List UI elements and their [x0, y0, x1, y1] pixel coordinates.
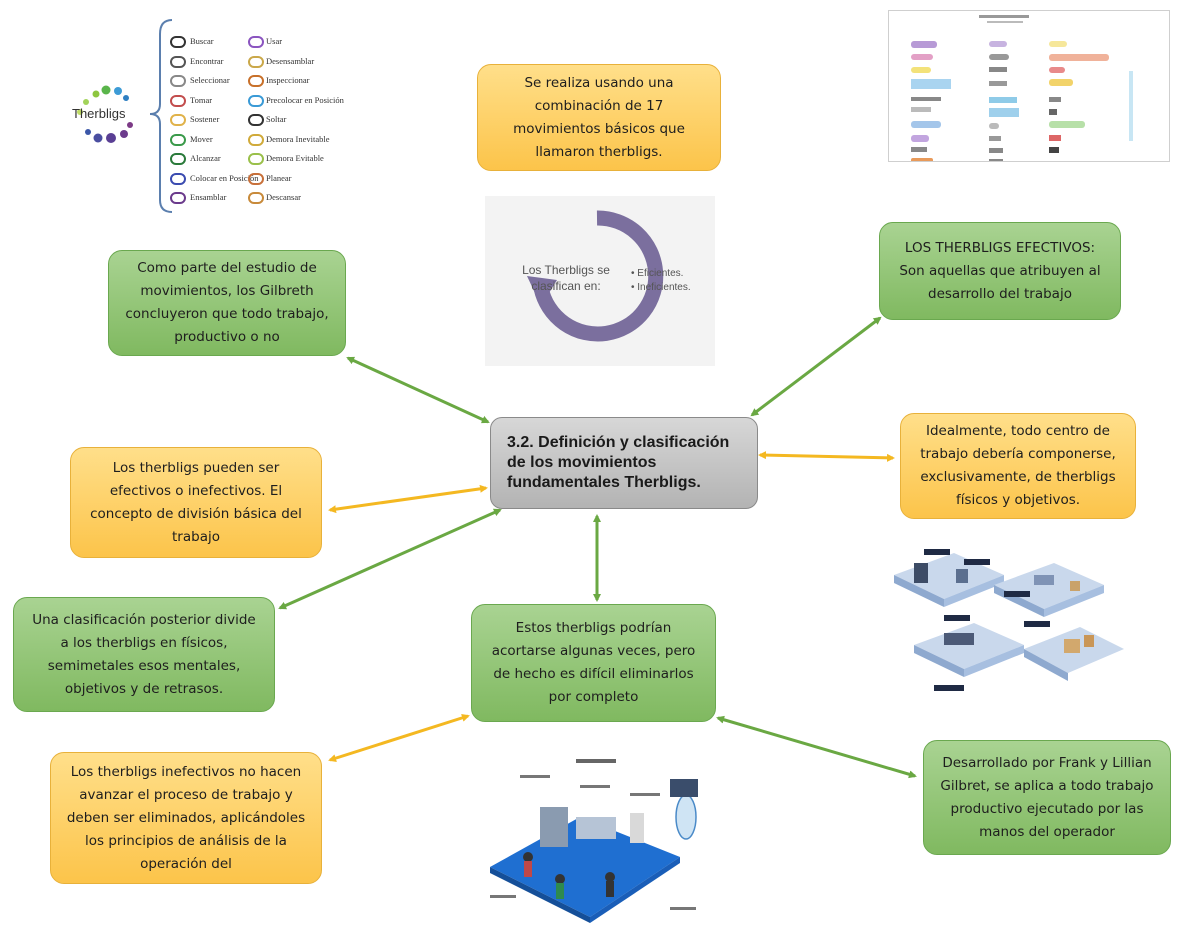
node-left-1-text: Como parte del estudio de movimientos, l…	[125, 260, 329, 345]
therblig-symbol-icon	[248, 75, 264, 87]
arrow-left-3	[278, 508, 502, 610]
therblig-symbol-icon	[170, 192, 186, 204]
node-left-3: Una clasificación posterior divide a los…	[13, 597, 275, 712]
cycle-center-text: Los Therbligs se clasifican en:	[522, 263, 610, 293]
therblig-col1-item: Mover	[190, 133, 213, 144]
therblig-symbol-icon	[248, 114, 264, 126]
arrow-left-1	[346, 356, 490, 424]
node-left-1: Como parte del estudio de movimientos, l…	[108, 250, 346, 356]
therblig-col1-item: Colocar en Posición	[190, 172, 259, 183]
big-data-retail-image	[480, 757, 718, 925]
node-left-4: Los therbligs inefectivos no hacen avanz…	[50, 752, 322, 884]
arrow-right-1	[750, 316, 882, 417]
therblig-symbol-icon	[248, 36, 264, 48]
therblig-col2-item: Usar	[266, 36, 283, 46]
therblig-symbol-icon	[170, 133, 186, 146]
therblig-col2-item: Demora Evitable	[266, 153, 324, 163]
therblig-col1-item: Tomar	[190, 94, 213, 105]
therblig-symbol-icon	[170, 55, 186, 68]
therblig-symbol-icon	[170, 114, 186, 126]
arrow-right-2	[758, 451, 895, 462]
therblig-col2-item: Soltar	[266, 114, 287, 124]
therbligs-hub-dots	[77, 19, 173, 213]
therblig-symbol-icon	[248, 133, 264, 146]
therbligs-hub-label: Therbligs	[72, 106, 126, 121]
node-right-1: LOS THERBLIGS EFECTIVOS: Son aquellas qu…	[879, 222, 1121, 320]
arrow-right-3	[716, 715, 917, 779]
node-left-3-text: Una clasificación posterior divide a los…	[32, 611, 256, 697]
node-top-center: Se realiza usando una combinación de 17 …	[477, 64, 721, 171]
therblig-col1-item: Buscar	[190, 36, 214, 46]
therblig-symbol-icon	[170, 36, 186, 48]
node-bottom-center-text: Estos therbligs podrían acortarse alguna…	[491, 620, 696, 705]
node-right-2-text: Idealmente, todo centro de trabajo deber…	[920, 423, 1116, 508]
therblig-symbol-icon	[170, 75, 186, 87]
therblig-col1-item: Seleccionar	[190, 75, 230, 85]
therblig-col1-item: Alcanzar	[190, 153, 221, 163]
therblig-col2-item: Precolocar en Posición	[266, 94, 344, 105]
therblig-col1-item: Encontrar	[190, 55, 224, 66]
therblig-symbol-icon	[248, 153, 264, 165]
therblig-symbol-icon	[248, 55, 264, 68]
node-bottom-center: Estos therbligs podrían acortarse alguna…	[471, 604, 716, 722]
industrial-workstations-image	[884, 545, 1130, 705]
therblig-symbol-icon	[248, 192, 264, 204]
therblig-col2-item: Planear	[266, 172, 292, 183]
arrow-left-4	[328, 714, 470, 762]
therblig-symbol-icon	[248, 94, 264, 107]
node-top-center-text: Se realiza usando una combinación de 17 …	[513, 74, 685, 160]
therblig-col2-item: Desensamblar	[266, 55, 315, 66]
arrow-left-2	[328, 484, 488, 514]
therblig-symbols-document-image	[888, 10, 1170, 162]
therblig-col2-item: Descansar	[266, 192, 301, 202]
therblig-col2-item: Inspeccionar	[266, 75, 310, 85]
node-left-2: Los therbligs pueden ser efectivos o ine…	[70, 447, 322, 558]
therblig-symbol-icon	[170, 153, 186, 165]
node-right-3-text: Desarrollado por Frank y Lillian Gilbret…	[940, 754, 1154, 840]
cycle-item-2: • Ineficientes.	[631, 282, 691, 293]
node-right-2: Idealmente, todo centro de trabajo deber…	[900, 413, 1136, 519]
node-left-2-text: Los therbligs pueden ser efectivos o ine…	[90, 459, 302, 545]
therblig-col1-item: Sostener	[190, 114, 220, 124]
therbligs-classification-image: Los Therbligs se clasifican en: • Eficie…	[485, 196, 715, 366]
central-topic: 3.2. Definición y clasificación de los m…	[490, 417, 758, 509]
therblig-symbol-icon	[248, 172, 264, 185]
therblig-col1-item: Ensamblar	[190, 192, 227, 202]
node-right-3: Desarrollado por Frank y Lillian Gilbret…	[923, 740, 1171, 855]
central-title: 3.2. Definición y clasificación de los m…	[507, 434, 730, 491]
node-right-1-text: LOS THERBLIGS EFECTIVOS: Son aquellas qu…	[899, 239, 1101, 302]
therblig-col2-item: Demora Inevitable	[266, 133, 330, 144]
node-left-4-text: Los therbligs inefectivos no hacen avanz…	[66, 763, 306, 872]
therblig-symbol-icon	[170, 172, 186, 185]
therblig-symbol-icon	[170, 94, 186, 107]
cycle-item-1: • Eficientes.	[631, 268, 684, 279]
